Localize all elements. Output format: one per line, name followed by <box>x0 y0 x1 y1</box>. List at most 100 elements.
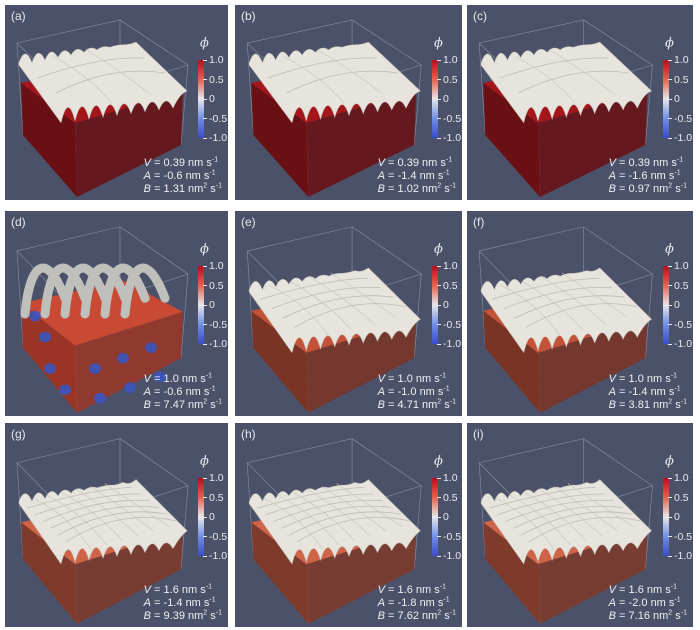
symbol: A <box>377 386 385 398</box>
parameter-v: V = 1.6 nm s-1 <box>378 583 456 597</box>
colorbar-tick-label: -0.5 <box>443 318 462 331</box>
value: 1.6 <box>163 584 179 596</box>
symbol: B <box>608 183 616 195</box>
unit: s <box>672 399 681 411</box>
parameter-b: B = 1.02 nm2 s-1 <box>377 182 456 196</box>
symbol: A <box>143 597 151 609</box>
surface-render <box>478 19 654 198</box>
exponent: 2 <box>203 182 208 190</box>
equals: = <box>615 170 629 182</box>
exponent: -1 <box>680 609 687 617</box>
symbol: B <box>377 399 385 411</box>
surface-render <box>246 438 422 624</box>
surface-render <box>478 438 654 624</box>
value: 7.62 <box>397 610 419 622</box>
colorbar-tick: -0.5 <box>203 530 228 543</box>
parameter-b: B = 0.97 nm2 s-1 <box>608 182 687 196</box>
equals: = <box>150 610 164 622</box>
unit: nm s <box>415 584 440 596</box>
colorbar-gradient <box>198 266 204 344</box>
unit: nm <box>653 399 669 411</box>
unit: nm s <box>181 584 206 596</box>
exponent: -1 <box>439 583 446 591</box>
colorbar-tick-label: -0.5 <box>443 112 462 125</box>
colorbar-tick: -1.0 <box>437 551 461 562</box>
symbol: B <box>377 610 385 622</box>
symbol: A <box>608 170 616 182</box>
colorbar-tick: 1.0 <box>668 473 689 484</box>
value: 0.39 <box>163 157 185 169</box>
colorbar-tick-label: 0.5 <box>674 491 689 504</box>
equals: = <box>615 610 629 622</box>
parameter-v: V = 0.39 nm s-1 <box>608 156 687 170</box>
value: 1.0 <box>397 373 413 385</box>
colorbar-tick-label: 0 <box>674 299 680 311</box>
colorbar-tick: 1.0 <box>668 55 689 66</box>
symbol: B <box>608 610 616 622</box>
colorbar-tick: -1.0 <box>203 339 227 350</box>
surface-render <box>16 226 189 413</box>
exponent: -1 <box>674 385 681 393</box>
colorbar-tick-label: -0.5 <box>209 530 228 543</box>
symbol: B <box>143 610 151 622</box>
colorbar-tick: 1.0 <box>203 54 224 66</box>
parameter-b: B = 3.81 nm2 s-1 <box>609 398 687 412</box>
equals: = <box>150 584 164 596</box>
exponent: -1 <box>215 609 222 617</box>
exponent: 2 <box>437 182 442 190</box>
colorbar-tick: 1.0 <box>437 261 458 272</box>
colorbar-symbol: ϕ <box>665 242 674 257</box>
exponent: -1 <box>445 156 453 164</box>
exponent: 2 <box>203 398 208 406</box>
value: 1.0 <box>628 373 644 385</box>
unit: nm s <box>650 597 675 609</box>
parameter-a: A = -1.0 nm s-1 <box>377 385 456 399</box>
value: 9.39 <box>163 610 185 622</box>
colorbar-tick: 0 <box>203 93 215 105</box>
symbol: V <box>143 373 151 385</box>
parameter-b: B = 9.39 nm2 s-1 <box>143 609 222 623</box>
colorbar-tick-label: 0 <box>209 93 215 105</box>
unit: nm s <box>646 584 671 596</box>
colorbar-symbol: ϕ <box>434 454 443 469</box>
colorbar-tick: 0 <box>437 300 449 311</box>
unit: nm s <box>650 170 675 182</box>
parameter-a: A = -1.6 nm s-1 <box>608 169 687 183</box>
colorbar-tick: 1.0 <box>437 473 458 484</box>
unit: nm s <box>646 373 671 385</box>
unit: nm <box>653 610 669 622</box>
exponent: -1 <box>670 583 677 591</box>
colorbar-tick-label: 1.0 <box>209 54 224 66</box>
exponent: -1 <box>676 156 684 164</box>
unit: nm <box>188 183 204 195</box>
colorbar-tick-label: 0 <box>674 93 680 105</box>
panel-label: (g) <box>11 427 26 441</box>
symbol: B <box>377 183 385 195</box>
panel-label: (b) <box>241 9 256 23</box>
colorbar-symbol: ϕ <box>200 242 209 257</box>
colorbar-tick-label: 0.5 <box>674 279 689 292</box>
unit: s <box>207 183 216 195</box>
exponent: -1 <box>215 398 222 406</box>
colorbar-tick-label: -0.5 <box>674 112 693 125</box>
colorbar-tick: 0.5 <box>203 74 224 85</box>
colorbar-tick: -1.0 <box>668 133 692 144</box>
unit: nm s <box>185 386 210 398</box>
value: -1.4 <box>163 597 183 609</box>
colorbar-symbol: ϕ <box>434 36 443 51</box>
parameter-a: A = -2.0 nm s-1 <box>609 596 687 610</box>
equals: = <box>384 157 398 169</box>
colorbar-tick: -1.0 <box>668 551 692 562</box>
colorbar-gradient <box>432 266 438 344</box>
colorbar-tick: -0.5 <box>203 319 227 330</box>
parameter-v: V = 0.39 nm s-1 <box>378 156 456 170</box>
colorbar-tick: -1.0 <box>668 339 692 350</box>
exponent: 2 <box>668 182 673 190</box>
colorbar-tick: 0.5 <box>203 492 224 503</box>
symbol: V <box>608 157 616 169</box>
value: -0.6 <box>163 170 183 182</box>
